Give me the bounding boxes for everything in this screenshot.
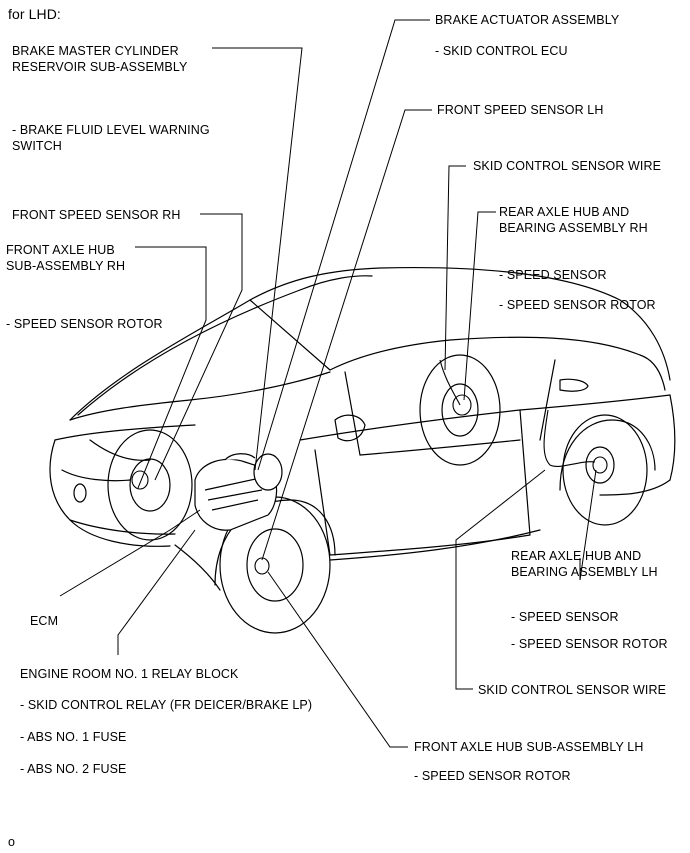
speed-sensor-rear-lh-label: - SPEED SENSOR — [511, 610, 619, 624]
brake-fluid-switch-label: - BRAKE FLUID LEVEL WARNING SWITCH — [12, 123, 210, 153]
engine-room-relay-block-label: ENGINE ROOM NO. 1 RELAY BLOCK — [20, 667, 239, 681]
speed-sensor-rear-rh-label: - SPEED SENSOR — [499, 268, 607, 282]
front-axle-hub-rh-label: FRONT AXLE HUB SUB-ASSEMBLY RH — [6, 243, 126, 273]
abs-no2-fuse-label: - ABS NO. 2 FUSE — [20, 762, 127, 776]
skid-control-sensor-wire-bottom-label: SKID CONTROL SENSOR WIRE — [478, 683, 667, 697]
abs-no1-fuse-label: - ABS NO. 1 FUSE — [20, 730, 127, 744]
brake-actuator-assembly — [194, 453, 283, 531]
front-axle-hub-lh-label: FRONT AXLE HUB SUB-ASSEMBLY LH — [414, 740, 644, 754]
front-speed-sensor-lh-label: FRONT SPEED SENSOR LH — [437, 103, 604, 117]
brake-actuator-label: BRAKE ACTUATOR ASSEMBLY — [435, 13, 620, 27]
speed-sensor-rotor-rh-label: - SPEED SENSOR ROTOR — [6, 317, 163, 331]
page-title: for LHD: — [8, 6, 61, 22]
wheel-speed-sensors — [131, 359, 608, 575]
speed-sensor-rotor-lh-label: - SPEED SENSOR ROTOR — [414, 769, 571, 783]
leader-lines — [59, 19, 597, 748]
skid-control-sensor-wire-top-label: SKID CONTROL SENSOR WIRE — [473, 159, 662, 173]
front-speed-sensor-rh-label: FRONT SPEED SENSOR RH — [12, 208, 181, 222]
rear-axle-hub-lh-label: REAR AXLE HUB AND BEARING ASSEMBLY LH — [511, 549, 658, 579]
speed-sensor-rotor-rear-rh-label: - SPEED SENSOR ROTOR — [499, 298, 656, 312]
ecm-label: ECM — [30, 614, 59, 628]
rear-axle-hub-rh-label: REAR AXLE HUB AND BEARING ASSEMBLY RH — [499, 205, 648, 235]
vehicle-outline — [49, 266, 676, 634]
skid-control-ecu-label: - SKID CONTROL ECU — [435, 44, 568, 58]
brake-master-cylinder-label: BRAKE MASTER CYLINDER RESERVOIR SUB-ASSE… — [12, 44, 188, 74]
skid-control-relay-label: - SKID CONTROL RELAY (FR DEICER/BRAKE LP… — [20, 698, 313, 712]
speed-sensor-rotor-rear-lh-label: - SPEED SENSOR ROTOR — [511, 637, 668, 651]
footer-mark: o — [8, 835, 16, 849]
